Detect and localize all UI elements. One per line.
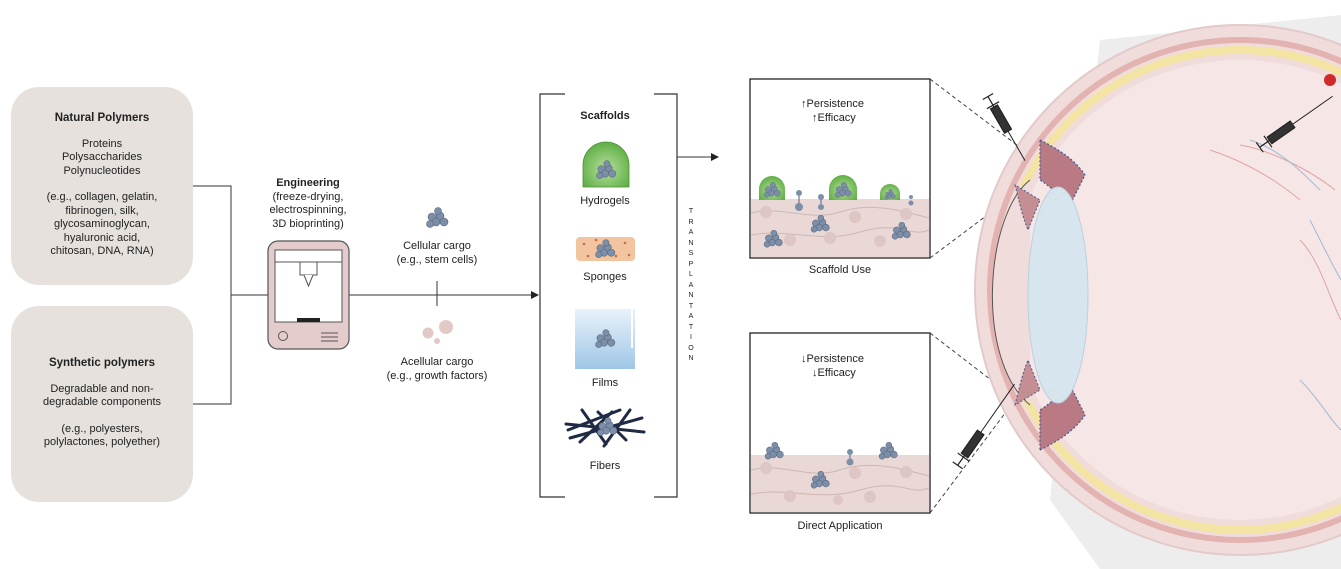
syringe-icons — [952, 93, 1333, 470]
synthetic-component: degradable components — [42, 396, 162, 408]
scaffold-use-efficacy: ↑Efficacy — [812, 112, 856, 126]
engineering-method: electrospinning, — [269, 204, 347, 216]
transplantation-letter: N — [688, 355, 694, 362]
synthetic-polymers-box: Synthetic polymers Degradable and non- d… — [11, 306, 193, 502]
transplantation-letter: T — [688, 302, 694, 310]
scaffold-use-persistence: ↑Persistence — [801, 98, 864, 112]
transplantation-letter: A — [688, 313, 694, 320]
fibers-icon — [564, 408, 646, 448]
transplantation-label: T R A N S P L A N T A T I O N — [686, 207, 696, 365]
cellular-cargo-icon — [426, 207, 449, 228]
engineering-label: Engineering (freeze-drying, electrospinn… — [258, 177, 358, 231]
natural-example: fibrinogen, silk, — [65, 204, 139, 217]
scaffolds-title: Scaffolds — [580, 110, 630, 122]
film-icon — [575, 309, 635, 369]
eye-illustration — [974, 15, 1341, 569]
acellular-cargo-example: (e.g., growth factors) — [386, 369, 488, 382]
natural-type: Polynucleotides — [63, 164, 141, 177]
acellular-cargo-title: Acellular cargo — [400, 356, 474, 368]
transplantation-letter: L — [689, 271, 693, 278]
scaffold-use-panel-art — [749, 78, 931, 259]
scaffold-item-hydrogels: Hydrogels — [580, 195, 630, 207]
synthetic-example: polylactones, polyether) — [43, 436, 161, 448]
scaffold-item-fibers: Fibers — [589, 460, 621, 472]
printer-icon — [267, 240, 350, 350]
natural-example: hyaluronic acid, — [63, 231, 141, 244]
persistence-text: Persistence — [806, 353, 864, 365]
transplantation-letter: P — [688, 260, 694, 268]
natural-example: chitosan, DNA, RNA) — [50, 245, 154, 257]
transplantation-letter: R — [688, 218, 694, 226]
cellular-cargo-example: (e.g., stem cells) — [396, 253, 478, 266]
synthetic-example: (e.g., polyesters, — [61, 422, 143, 435]
cellular-cargo-title: Cellular cargo — [403, 240, 471, 252]
direct-application-persistence: ↓Persistence — [801, 353, 864, 367]
natural-example: (e.g., collagen, gelatin, — [46, 191, 158, 203]
scaffold-use-caption: Scaffold Use — [808, 264, 872, 276]
direct-application-efficacy: ↓Efficacy — [812, 367, 856, 381]
acellular-cargo-label: Acellular cargo (e.g., growth factors) — [372, 356, 502, 383]
direct-application-caption: Direct Application — [797, 520, 883, 532]
engineering-method: 3D bioprinting) — [272, 217, 344, 230]
transplantation-letter: A — [688, 281, 694, 289]
transplantation-letter: I — [690, 334, 692, 341]
natural-polymers-title: Natural Polymers — [54, 112, 150, 124]
synthetic-component: Degradable and non- — [50, 382, 154, 395]
hydrogel-icon — [582, 141, 630, 188]
transplantation-letter: N — [688, 292, 694, 299]
down-arrow-icon: ↓ — [812, 367, 818, 379]
efficacy-text: Efficacy — [817, 367, 856, 379]
cellular-cargo-label: Cellular cargo (e.g., stem cells) — [377, 240, 497, 267]
scaffold-brackets — [539, 93, 678, 498]
transplantation-letter: T — [688, 323, 694, 331]
natural-polymers-box: Natural Polymers Proteins Polysaccharide… — [11, 87, 193, 285]
down-arrow-icon: ↓ — [801, 353, 807, 365]
up-arrow-icon: ↑ — [812, 112, 818, 124]
engineering-title: Engineering — [276, 177, 340, 189]
transplantation-letter: O — [688, 344, 694, 352]
transplantation-letter: N — [688, 239, 694, 247]
engineering-method: (freeze-drying, — [272, 190, 344, 203]
scaffold-item-films: Films — [591, 377, 619, 389]
transplantation-letter: S — [688, 250, 694, 257]
persistence-text: Persistence — [806, 98, 864, 110]
scaffold-item-sponges: Sponges — [583, 271, 627, 283]
connector-lines — [193, 153, 719, 405]
synthetic-polymers-title: Synthetic polymers — [48, 357, 156, 369]
up-arrow-icon: ↑ — [801, 98, 807, 110]
sponge-icon — [576, 237, 635, 261]
transplantation-letter: A — [688, 229, 694, 236]
efficacy-text: Efficacy — [817, 112, 856, 124]
acellular-cargo-icon — [422, 320, 453, 344]
natural-type: Polysaccharides — [61, 151, 143, 163]
natural-type: Proteins — [81, 137, 123, 150]
transplantation-letter: T — [688, 208, 694, 215]
direct-application-panel-art — [749, 332, 931, 514]
natural-example: glycosaminoglycan, — [54, 218, 150, 230]
